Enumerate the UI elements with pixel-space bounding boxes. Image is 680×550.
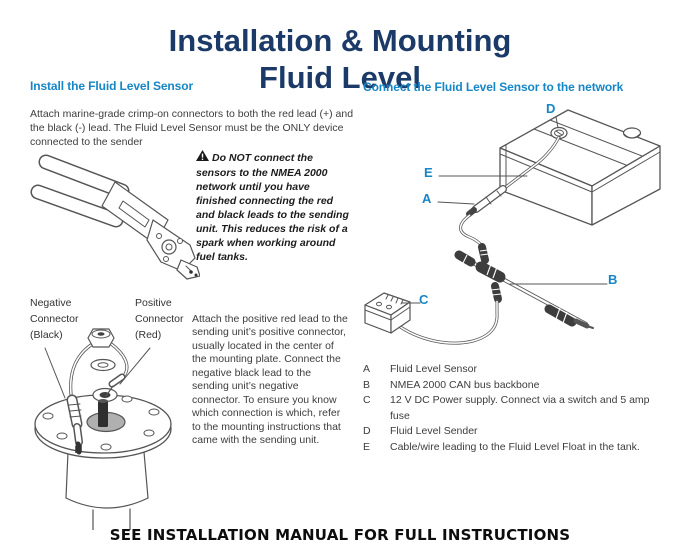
diagram-label-d: D: [546, 101, 556, 116]
positive-label-line1: Positive: [135, 297, 172, 309]
legend-text-c: 12 V DC Power supply. Connect via a swit…: [390, 394, 650, 422]
legend-key-c: C: [363, 394, 371, 406]
warning-triangle-icon: [196, 150, 209, 166]
warning-note: Do NOT connect the sensors to the NMEA 2…: [196, 150, 352, 264]
legend-text-e: Cable/wire leading to the Fluid Level Fl…: [390, 440, 640, 453]
diagram-label-e: E: [424, 165, 433, 180]
negative-label-line3: (Black): [30, 329, 63, 341]
connect-section-heading: Connect the Fluid Level Sensor to the ne…: [363, 80, 624, 94]
install-intro-paragraph: Attach marine-grade crimp-on connectors …: [30, 107, 354, 148]
attach-instructions-paragraph: Attach the positive red lead to the send…: [192, 312, 348, 447]
legend-text-d: Fluid Level Sender: [390, 425, 478, 437]
warning-text: Do NOT connect the sensors to the NMEA 2…: [196, 152, 349, 263]
footer-instruction: SEE INSTALLATION MANUAL FOR FULL INSTRUC…: [109, 526, 571, 544]
legend-key-a: A: [363, 363, 371, 375]
legend-key-d: D: [363, 425, 371, 437]
negative-label-line2: Connector: [30, 313, 79, 325]
legend-row-a: A Fluid Level Sensor: [363, 362, 659, 378]
page-title: Installation & Mounting Fluid Level: [0, 22, 680, 96]
legend-row-d: D Fluid Level Sender: [363, 424, 659, 440]
diagram-label-a: A: [422, 191, 432, 206]
positive-connector-label: Positive Connector (Red): [135, 295, 205, 343]
legend-row-b: B NMEA 2000 CAN bus backbone: [363, 378, 659, 394]
legend-text-a: Fluid Level Sensor: [390, 363, 477, 375]
network-diagram-illustration: [364, 109, 661, 345]
page-title-line2: Fluid Level: [259, 59, 421, 95]
diagram-label-c: C: [419, 292, 429, 307]
positive-label-line2: Connector: [135, 313, 184, 325]
diagram-label-b: B: [608, 272, 618, 287]
install-section-heading: Install the Fluid Level Sensor: [30, 79, 194, 93]
negative-label-line1: Negative: [30, 297, 72, 309]
fluid-level-sender-illustration: [34, 328, 172, 530]
negative-connector-label: Negative Connector (Black): [30, 295, 108, 343]
page-title-line1: Installation & Mounting: [168, 22, 512, 58]
legend-row-c: C 12 V DC Power supply. Connect via a sw…: [363, 393, 659, 424]
legend-text-b: NMEA 2000 CAN bus backbone: [390, 378, 540, 391]
legend-key-b: B: [363, 378, 371, 391]
diagram-legend: A Fluid Level Sensor B NMEA 2000 CAN bus…: [363, 362, 659, 455]
legend-key-e: E: [363, 440, 371, 453]
legend-row-e: E Cable/wire leading to the Fluid Level …: [363, 440, 659, 456]
positive-label-line3: (Red): [135, 329, 162, 341]
crimper-tool-illustration: [30, 154, 200, 280]
